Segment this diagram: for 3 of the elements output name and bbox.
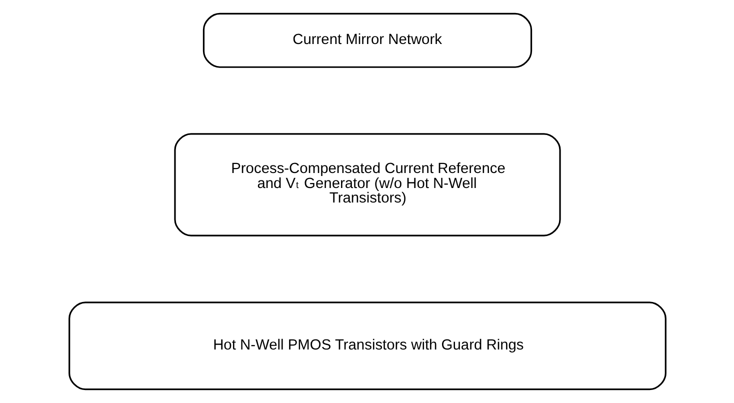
node-box: Hot N-Well PMOS Transistors with Guard Rings xyxy=(68,302,666,390)
node-box: Current Mirror Network xyxy=(202,12,532,68)
node-box: Process-Compensated Current Reference and Vt Generator (w/o Hot N-Well Transistors) xyxy=(174,133,560,236)
